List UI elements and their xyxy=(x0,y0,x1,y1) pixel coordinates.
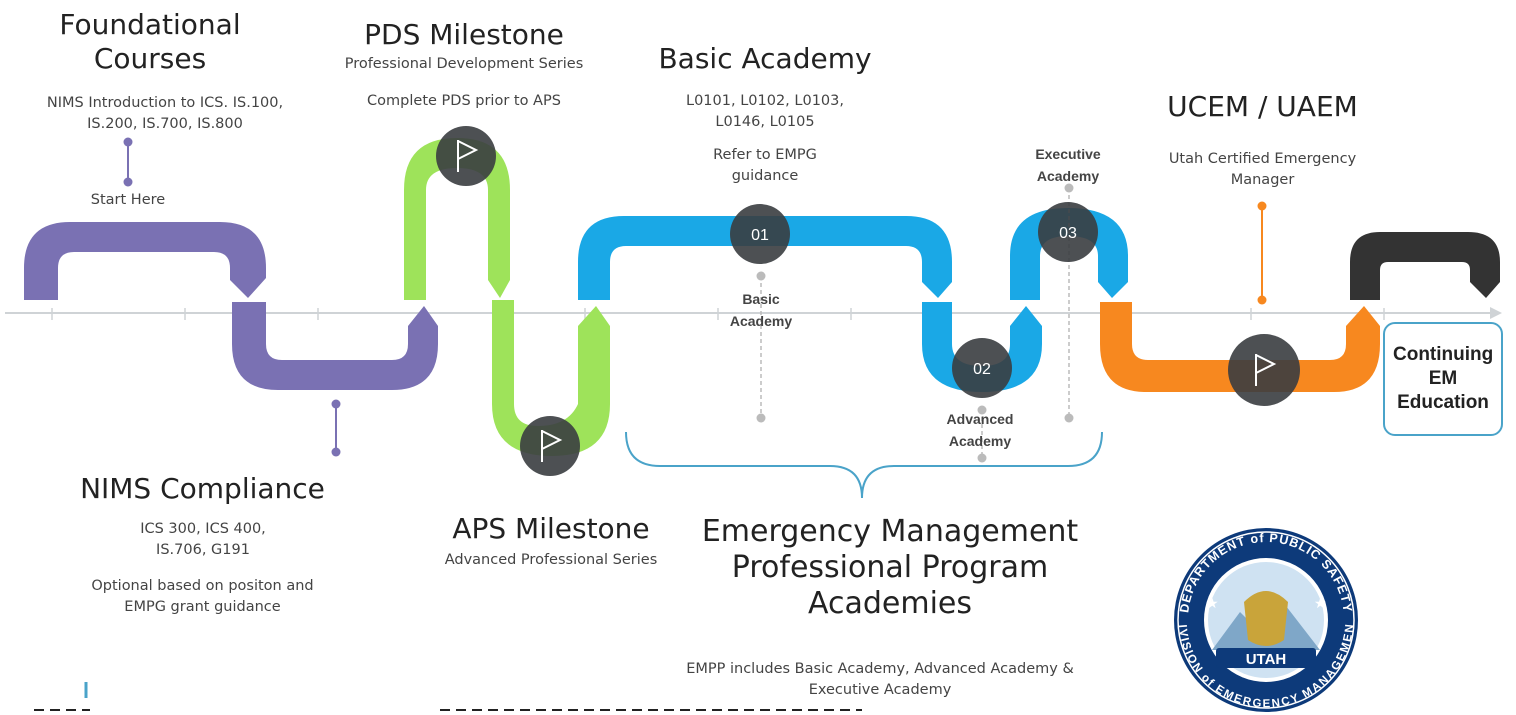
advanced-academy-path xyxy=(922,302,1042,392)
continuing-path xyxy=(1350,232,1500,300)
seal-center-text: UTAH xyxy=(1246,651,1287,668)
foundational-desc: NIMS Introduction to ICS. IS.100, IS.200… xyxy=(46,95,284,132)
aps-subtitle: Advanced Professional Series xyxy=(444,552,658,568)
pds-path xyxy=(404,138,510,300)
pds-desc: Complete PDS prior to APS xyxy=(367,93,561,109)
node-03-circle xyxy=(1038,202,1098,262)
continuing-label: Continuing EM Education xyxy=(1393,344,1494,413)
node-02-number: 02 xyxy=(973,361,991,378)
node-03-label: Executive Academy xyxy=(1035,146,1101,184)
ucem-path xyxy=(1100,302,1380,392)
svg-text:★: ★ xyxy=(1206,596,1219,612)
aps-path xyxy=(492,300,610,456)
ucem-title: UCEM / UAEM xyxy=(1167,90,1358,123)
foundational-title: Foundational Courses xyxy=(59,8,241,75)
pds-title: PDS Milestone xyxy=(364,18,564,51)
flag-icon xyxy=(520,416,580,476)
node-01-label: Basic Academy xyxy=(729,291,793,329)
node-02-label: Advanced Academy xyxy=(946,411,1014,449)
basic-desc: L0101, L0102, L0103, L0146, L0105 xyxy=(686,93,844,130)
basic-academy-path xyxy=(578,216,952,300)
nims-desc: ICS 300, ICS 400, IS.706, G191 xyxy=(140,521,266,558)
empp-note: EMPP includes Basic Academy, Advanced Ac… xyxy=(686,661,1074,698)
svg-text:★: ★ xyxy=(1314,596,1327,612)
timeline-arrowhead xyxy=(1490,307,1502,319)
nims-note: Optional based on positon and EMPG grant… xyxy=(91,578,314,615)
node-01-circle xyxy=(730,204,790,264)
pds-subtitle: Professional Development Series xyxy=(344,56,584,72)
node-03-number: 03 xyxy=(1059,225,1077,242)
flag-icon xyxy=(1228,334,1300,406)
empp-brace xyxy=(625,431,1103,499)
ucem-desc: Utah Certified Emergency Manager xyxy=(1168,151,1357,188)
continuing-education-box: Continuing EM Education xyxy=(1383,322,1503,436)
empp-title: Emergency Management Professional Progra… xyxy=(701,514,1079,621)
basic-title: Basic Academy xyxy=(658,42,872,75)
node-01-number: 01 xyxy=(751,227,769,244)
flag-icon xyxy=(436,126,496,186)
basic-note: Refer to EMPG guidance xyxy=(713,147,817,184)
node-02-circle xyxy=(952,338,1012,398)
foundational-path xyxy=(24,222,266,300)
nims-path xyxy=(232,302,438,390)
nims-title: NIMS Compliance xyxy=(80,472,325,505)
aps-title: APS Milestone xyxy=(452,512,650,545)
start-here-label: Start Here xyxy=(90,192,166,208)
